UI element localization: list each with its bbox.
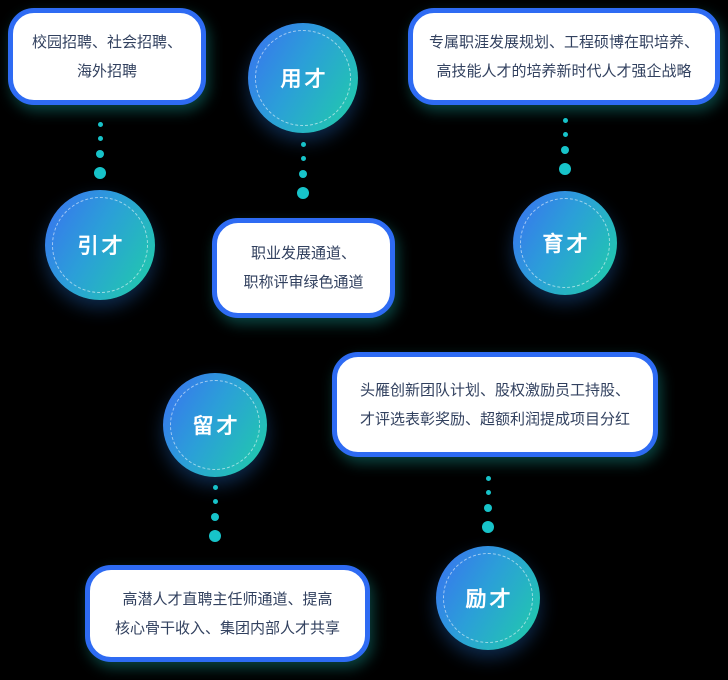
connector-dot xyxy=(562,132,568,137)
connector-dots xyxy=(297,142,309,199)
connector-dot xyxy=(562,118,568,123)
card-retain-line-2: 核心骨干收入、集团内部人才共享 xyxy=(114,619,340,637)
connector-dot xyxy=(297,187,309,199)
card-incentive-line-1: 头雁创新团队计划、股权激励员工持股、 xyxy=(359,381,630,399)
connector-dot xyxy=(96,150,104,158)
connector-dot xyxy=(212,485,218,490)
connector-dot xyxy=(97,122,103,127)
card-development-line-1: 专属职涯发展规划、工程硕博在职培养、 xyxy=(428,33,699,51)
connector-dot xyxy=(300,156,306,161)
card-recruitment-line-1: 校园招聘、社会招聘、 xyxy=(31,33,182,51)
node-liucai-label: 留才 xyxy=(192,415,241,438)
connector-dot xyxy=(209,530,221,542)
connector-dots xyxy=(209,485,221,542)
card-retain: 高潜人才直聘主任师通道、提高 核心骨干收入、集团内部人才共享 xyxy=(85,565,370,662)
card-development: 专属职涯发展规划、工程硕博在职培养、 高技能人才的培养新时代人才强企战略 xyxy=(408,8,720,105)
node-yucai-label: 育才 xyxy=(542,233,591,256)
node-yongcai: 用才 xyxy=(248,23,358,133)
card-career: 职业发展通道、 职称评审绿色通道 xyxy=(212,218,395,318)
card-incentive: 头雁创新团队计划、股权激励员工持股、 才评选表彰奖励、超额利润提成项目分红 xyxy=(332,352,658,457)
connector-dot xyxy=(482,521,494,533)
node-licai: 励才 xyxy=(436,546,540,650)
card-incentive-line-2: 才评选表彰奖励、超额利润提成项目分红 xyxy=(359,410,630,428)
node-yincai-label: 引才 xyxy=(77,235,126,258)
connector-dot xyxy=(299,170,307,178)
connector-dots xyxy=(482,476,494,533)
connector-dot xyxy=(559,163,571,175)
connector-dot xyxy=(97,136,103,141)
node-licai-label: 励才 xyxy=(465,588,514,611)
connector-dot xyxy=(300,142,306,147)
node-yongcai-label: 用才 xyxy=(280,68,329,91)
node-liucai: 留才 xyxy=(163,373,267,477)
connector-dot xyxy=(484,504,492,512)
card-career-line-1: 职业发展通道、 xyxy=(250,245,356,262)
connector-dot xyxy=(561,146,569,154)
connector-dot xyxy=(212,499,218,504)
node-yucai: 育才 xyxy=(513,191,617,295)
connector-dot xyxy=(94,167,106,179)
card-retain-line-1: 高潜人才直聘主任师通道、提高 xyxy=(122,590,333,608)
node-yincai: 引才 xyxy=(45,190,155,300)
connector-dot xyxy=(211,513,219,521)
card-recruitment: 校园招聘、社会招聘、 海外招聘 xyxy=(8,8,206,105)
connector-dot xyxy=(485,476,491,481)
card-career-line-2: 职称评审绿色通道 xyxy=(243,274,364,291)
connector-dot xyxy=(485,490,491,495)
card-development-line-2: 高技能人才的培养新时代人才强企战略 xyxy=(436,62,692,80)
connector-dots xyxy=(559,118,571,175)
connector-dots xyxy=(94,122,106,179)
card-recruitment-line-2: 海外招聘 xyxy=(76,62,137,80)
